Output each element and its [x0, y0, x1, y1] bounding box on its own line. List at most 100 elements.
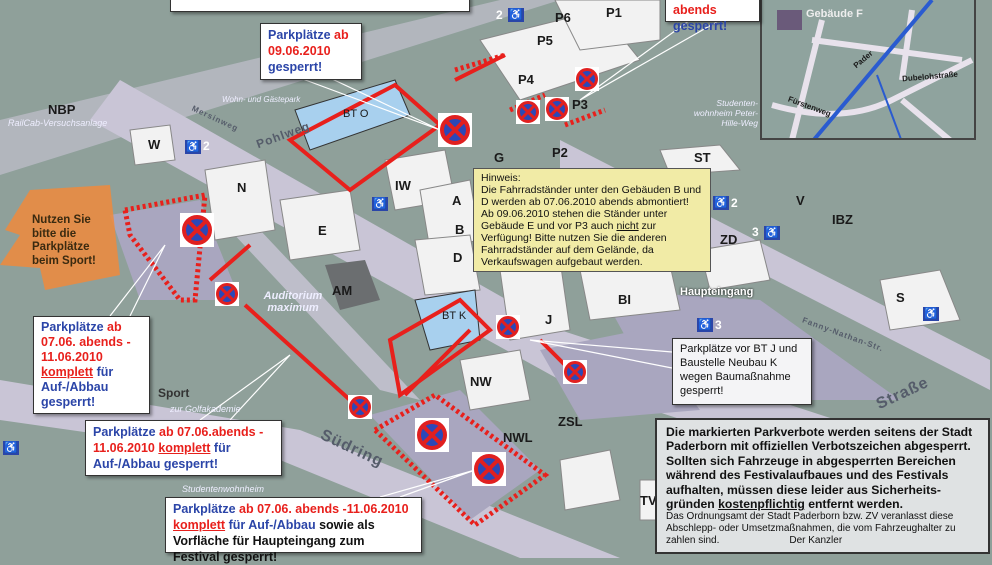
label-e: E: [318, 223, 327, 238]
label-nbp: NBP: [48, 102, 76, 117]
no-parking-sign-icon: [472, 452, 506, 486]
no-parking-sign-icon: [516, 100, 540, 124]
label-bi: BI: [618, 292, 631, 307]
callout-top-cut: [170, 0, 470, 12]
hc-number: 2: [496, 8, 503, 22]
accessible-parking-icon: ♿: [372, 197, 388, 211]
callout-btj: Parkplätze vor BT J und Baustelle Neubau…: [672, 338, 812, 405]
label-tv: TV: [640, 493, 657, 508]
no-parking-sign-icon: [438, 113, 472, 147]
label-audimax: Auditorium maximum: [263, 290, 323, 314]
callout-text: für Auf-/Abbau: [225, 518, 316, 532]
callout-date: abends: [673, 3, 717, 17]
no-parking-sign-icon: [215, 282, 239, 306]
hinweis-text: Die Fahrradständer unter den Gebäuden B …: [481, 184, 702, 232]
label-a: A: [452, 193, 462, 208]
label-haupteingang: Haupteingang: [680, 286, 754, 298]
no-parking-sign-icon: [180, 213, 214, 247]
closure-arrows: [208, 53, 572, 402]
label-studwohn: Studentenwohnheim: [182, 484, 265, 494]
accessible-parking-icon: ♿: [185, 140, 201, 154]
label-b: B: [455, 222, 465, 237]
label-ibz: IBZ: [832, 212, 853, 227]
hc-number: 3: [752, 225, 759, 239]
notice-text: entfernt werden.: [804, 497, 904, 512]
label-golf: zur Golfakademie: [170, 404, 241, 414]
notice-kostenpflichtig: kostenpflichtig: [718, 497, 805, 512]
label-nw: NW: [470, 374, 492, 389]
callout-text: Parkplätze: [41, 320, 108, 334]
callout-text: für Auf-/Abbau gesperrt!: [41, 365, 114, 409]
accessible-parking-icon: ♿: [923, 307, 939, 321]
label-sport: Sport: [158, 386, 190, 400]
hc-number: 2: [203, 139, 210, 153]
label-railcab: RailCab-Versuchsanlage: [8, 118, 108, 128]
no-parking-sign-icon: [575, 67, 599, 91]
callout-text: Parkplätze: [93, 425, 160, 439]
accessible-parking-icon: ♿: [713, 196, 729, 210]
label-nwl: NWL: [503, 430, 533, 445]
callout-middle: Parkplätze ab 07.06.abends - 11.06.2010 …: [85, 420, 282, 476]
label-p4: P4: [518, 72, 534, 87]
callout-text: für Auf-/Abbau gesperrt!: [93, 441, 231, 471]
label-btk: BT K: [442, 310, 467, 322]
callout-text: Parkplätze: [268, 28, 335, 42]
accessible-parking-icon: ♿: [3, 441, 19, 455]
label-bto: BT O: [343, 108, 369, 120]
hc-number: 3: [715, 318, 722, 332]
hc-number: 2: [731, 196, 738, 210]
accessible-parking-icon: ♿: [764, 226, 780, 240]
callout-komplett: komplett: [158, 441, 211, 455]
callout-date: ab 07.06.abends - 11.06.2010: [93, 425, 264, 455]
label-st: ST: [694, 150, 711, 165]
callout-bto: Parkplätze ab 09.06.2010 gesperrt!: [260, 23, 362, 80]
inset-gebaeude: Gebäude F: [806, 8, 863, 20]
no-parking-sign-icon: [496, 315, 520, 339]
label-v: V: [796, 193, 805, 208]
no-parking-sign-icon: [348, 395, 372, 419]
hinweis-title: Hinweis:: [481, 172, 521, 184]
label-p3: P3: [572, 97, 588, 112]
no-parking-sign-icon: [415, 418, 449, 452]
label-p6: P6: [555, 10, 571, 25]
accessible-parking-icon: ♿: [697, 318, 713, 332]
notice-text: Die markierten Parkverbote werden seiten…: [666, 425, 973, 512]
callout-left: Parkplätze ab 07.06. abends - 11.06.2010…: [33, 316, 150, 414]
callout-date: ab 07.06. abends -11.06.2010: [239, 502, 409, 516]
label-j: J: [545, 312, 553, 327]
callout-pointers: [109, 19, 721, 498]
label-p1: P1: [606, 5, 622, 20]
label-g: G: [494, 150, 505, 165]
label-zd: ZD: [720, 232, 738, 247]
callout-text: gesperrt!: [673, 19, 728, 33]
label-d: D: [453, 250, 463, 265]
callout-top-right: abends gesperrt!: [665, 0, 760, 33]
notice-small: Das Ordnungsamt der Stadt Paderborn bzw.…: [666, 511, 956, 547]
label-p2: P2: [552, 145, 568, 160]
inset-streets: [771, 0, 974, 138]
label-zsl: ZSL: [558, 414, 583, 429]
inset-map: Gebäude F Pader Fürstenweg Dubelohstraße: [760, 0, 976, 140]
label-s: S: [896, 290, 905, 305]
callout-date: ab 07.06. abends - 11.06.2010: [41, 320, 131, 364]
label-w: W: [148, 137, 161, 152]
no-parking-sign-icon: [545, 97, 569, 121]
hinweis-note: Hinweis: Die Fahrradständer unter den Ge…: [473, 168, 711, 272]
buildings: [129, 0, 961, 521]
label-n: N: [237, 180, 247, 195]
label-wohn: Wohn- und Gästepark: [222, 95, 301, 104]
callout-bottom: Parkplätze ab 07.06. abends -11.06.2010 …: [165, 497, 422, 564]
hinweis-text: zur Verfügung! Bitte nutzen Sie die ande…: [481, 220, 667, 268]
hinweis-nicht: nicht: [616, 220, 639, 232]
callout-text: gesperrt!: [268, 60, 323, 74]
accessible-parking-icon: ♿: [508, 8, 524, 22]
towing-notice: Die markierten Parkverbote werden seiten…: [655, 418, 990, 555]
notice-signature: Der Kanzler: [789, 535, 843, 547]
no-parking-sign-icon: [563, 360, 587, 384]
label-am: AM: [332, 283, 353, 298]
dark-buildings: [325, 260, 380, 310]
callout-komplett: komplett: [173, 518, 226, 532]
label-studwohn-phw: Studenten-wohnheim Peter-Hille-Weg: [693, 98, 758, 128]
orange-arrow: [0, 180, 125, 300]
orange-arrow-text: Nutzen Sie bitte die Parkplätze beim Spo…: [32, 214, 96, 267]
